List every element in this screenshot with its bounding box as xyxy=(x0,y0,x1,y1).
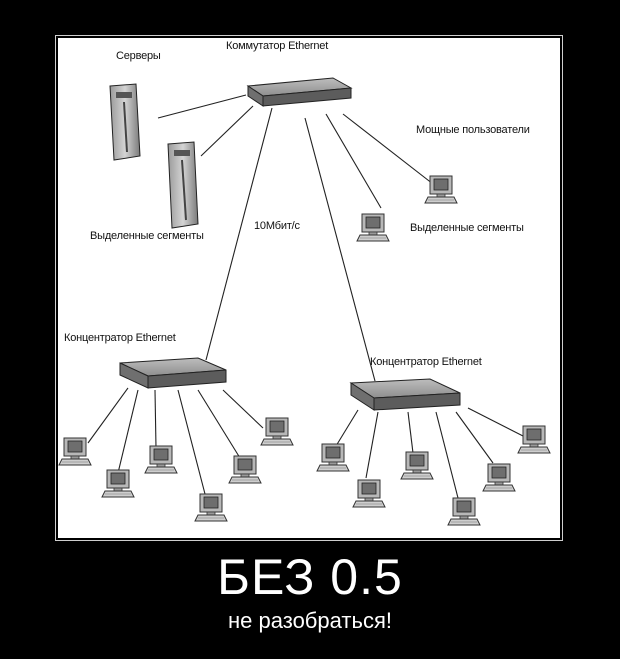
server-icon xyxy=(167,141,199,229)
network-diagram xyxy=(58,77,551,526)
computer-icon xyxy=(316,443,350,472)
computer-icon xyxy=(352,479,386,508)
computer-icon xyxy=(260,417,294,446)
diagram-frame: Серверы Коммутатор Ethernet Мощные польз… xyxy=(55,35,563,541)
connection-lines xyxy=(87,94,524,499)
computer-icon xyxy=(101,469,135,498)
computer-icon xyxy=(194,493,228,522)
computer-icon xyxy=(356,213,390,242)
computer-icon xyxy=(447,497,481,526)
computer-icon xyxy=(228,455,262,484)
hub-right-label: Концентратор Ethernet xyxy=(370,356,482,368)
dedicated-segments-right-label: Выделенные сегменты xyxy=(410,222,524,234)
hub-device xyxy=(119,357,227,389)
hub-device xyxy=(349,378,461,411)
hub-left-label: Концентратор Ethernet xyxy=(64,332,176,344)
switch-label: Коммутатор Ethernet xyxy=(226,40,329,52)
computer-icon xyxy=(517,425,551,454)
server-icon xyxy=(109,83,141,161)
dedicated-segments-left-label: Выделенные сегменты xyxy=(90,230,204,242)
caption-subtitle: не разобраться! xyxy=(228,608,392,633)
power-users-label: Мощные пользователи xyxy=(416,124,530,136)
switch-device xyxy=(246,77,353,107)
computer-icon xyxy=(400,451,434,480)
computer-icon xyxy=(58,437,92,466)
computer-icon xyxy=(482,463,516,492)
computer-icon xyxy=(144,445,178,474)
caption-title: БЕЗ 0.5 xyxy=(217,549,403,605)
servers-label: Серверы xyxy=(116,50,161,62)
speed-label: 10Мбит/с xyxy=(254,220,300,232)
computer-icon xyxy=(424,175,458,204)
